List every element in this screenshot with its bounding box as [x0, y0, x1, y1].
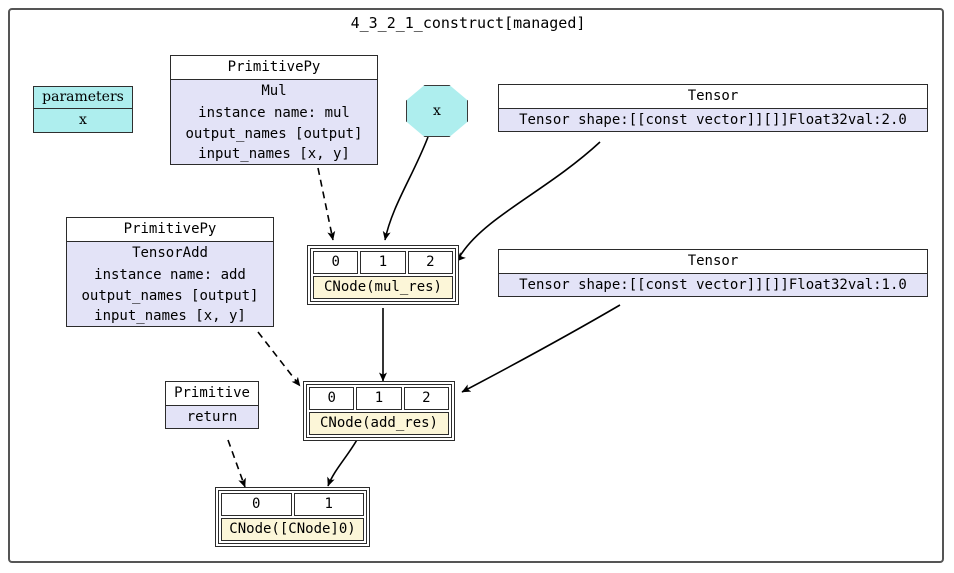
tensor-two-box[interactable]: Tensor Tensor shape:[[const vector]][]]F…: [498, 84, 928, 132]
primitive-return-box[interactable]: Primitive return: [165, 381, 259, 429]
cnode-add-res-index-1[interactable]: 1: [356, 387, 402, 410]
primitive-add-input-names: input_names [x, y]: [94, 308, 246, 324]
cnode-mul-res-index-2[interactable]: 2: [407, 251, 453, 274]
cnode-return-label: CNode([CNode]0): [221, 518, 364, 541]
tensor-one-value: Tensor shape:[[const vector]][]]Float32v…: [519, 277, 907, 293]
cnode-mul-res-index-row: 0 1 2: [313, 251, 453, 274]
cnode-return-inner: 0 1 CNode([CNode]0): [218, 490, 367, 544]
primitive-mul-instance-name: instance name: mul: [198, 105, 350, 121]
cnode-return-index-1[interactable]: 1: [293, 493, 364, 516]
cnode-mul-res[interactable]: 0 1 2 CNode(mul_res): [307, 245, 459, 305]
cnode-return[interactable]: 0 1 CNode([CNode]0): [215, 487, 370, 547]
primitive-mul-op: Mul: [261, 83, 287, 99]
primitive-mul-box[interactable]: PrimitivePy Mul instance name: mul outpu…: [170, 55, 378, 165]
primitive-add-instance-name: instance name: add: [94, 267, 246, 283]
cnode-add-res-index-2[interactable]: 2: [403, 387, 449, 410]
primitive-mul-header: PrimitivePy: [171, 56, 377, 80]
cnode-mul-res-inner: 0 1 2 CNode(mul_res): [310, 248, 456, 302]
octagon-parameter-x[interactable]: x: [406, 85, 468, 137]
primitive-return-header: Primitive: [166, 382, 258, 406]
parameters-header: parameters: [34, 87, 132, 109]
primitive-add-box[interactable]: PrimitivePy TensorAdd instance name: add…: [66, 217, 274, 327]
graph-title: 4_3_2_1_construct[managed]: [350, 14, 586, 32]
cnode-mul-res-index-0[interactable]: 0: [313, 251, 359, 274]
octagon-label: x: [433, 103, 441, 119]
primitive-add-op: TensorAdd: [132, 245, 208, 261]
cnode-return-index-0[interactable]: 0: [221, 493, 292, 516]
primitive-return-op: return: [186, 409, 238, 425]
tensor-two-value: Tensor shape:[[const vector]][]]Float32v…: [519, 112, 907, 128]
cnode-return-index-row: 0 1: [221, 493, 364, 516]
parameters-row-x: x: [79, 112, 87, 128]
tensor-two-header: Tensor: [499, 85, 927, 109]
primitive-mul-input-names: input_names [x, y]: [198, 146, 350, 162]
cnode-add-res-index-0[interactable]: 0: [309, 387, 355, 410]
cnode-add-res-label: CNode(add_res): [309, 412, 449, 435]
tensor-one-box[interactable]: Tensor Tensor shape:[[const vector]][]]F…: [498, 249, 928, 297]
tensor-one-header: Tensor: [499, 250, 927, 274]
primitive-mul-output-names: output_names [output]: [185, 126, 363, 142]
cnode-mul-res-label: CNode(mul_res): [313, 276, 453, 299]
primitive-add-header: PrimitivePy: [67, 218, 273, 242]
primitive-add-output-names: output_names [output]: [81, 288, 259, 304]
cnode-mul-res-index-1[interactable]: 1: [360, 251, 406, 274]
cnode-add-res-inner: 0 1 2 CNode(add_res): [306, 384, 452, 438]
cnode-add-res[interactable]: 0 1 2 CNode(add_res): [303, 381, 455, 441]
parameters-box[interactable]: parameters x: [33, 86, 133, 133]
cnode-add-res-index-row: 0 1 2: [309, 387, 449, 410]
